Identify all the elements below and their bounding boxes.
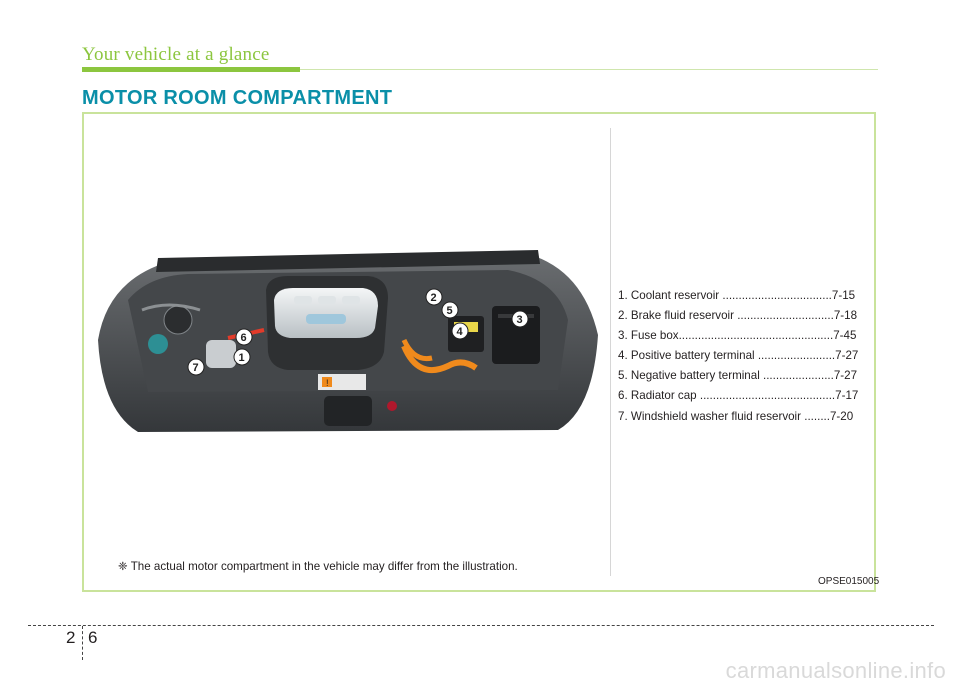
legend-item-fuse-box: 3. Fuse box.............................…: [618, 329, 857, 343]
svg-text:3: 3: [517, 314, 523, 326]
legend-item-negative-battery-terminal: 5. Negative battery terminal ...........…: [618, 369, 858, 383]
section-title: MOTOR ROOM COMPARTMENT: [82, 87, 393, 109]
panel-divider: [610, 128, 611, 576]
component-legend: 1. Coolant reservoir ...................…: [618, 286, 872, 427]
legend-item-washer-fluid-reservoir: 7. Windshield washer fluid reservoir ...…: [618, 409, 854, 423]
chapter-title: Your vehicle at a glance: [82, 44, 270, 65]
washer-reservoir-cap: [148, 334, 168, 354]
svg-text:7: 7: [193, 362, 199, 374]
svg-text:2: 2: [431, 292, 437, 304]
motor-cover: [274, 288, 378, 338]
hood-latch: [324, 396, 372, 426]
callout-6: 6: [235, 328, 253, 346]
watermark: carmanualsonline.info: [725, 658, 946, 683]
callout-5: 5: [441, 301, 459, 319]
page-number: 6: [88, 628, 98, 647]
legend-item-radiator-cap: 6. Radiator cap ........................…: [618, 389, 859, 403]
callout-2: 2: [425, 288, 443, 306]
callout-7: 7: [187, 358, 205, 376]
svg-text:1: 1: [239, 352, 245, 364]
legend-item-coolant-reservoir: 1. Coolant reservoir ...................…: [618, 289, 856, 302]
callout-1: 1: [233, 348, 251, 366]
callout-3: 3: [511, 310, 529, 328]
warning-label: !: [326, 378, 329, 388]
svg-text:4: 4: [457, 326, 464, 338]
motor-compartment-illustration: ! 1 2 3 4 5 6 7: [98, 250, 598, 432]
header-rule: [300, 69, 878, 70]
chapter-number: 2: [66, 628, 76, 647]
illustration-footnote: ❈ The actual motor compartment in the ve…: [118, 560, 518, 573]
svg-text:6: 6: [241, 332, 247, 344]
callout-4: 4: [451, 322, 469, 340]
footer-rule: [28, 625, 934, 626]
legend-item-positive-battery-terminal: 4. Positive battery terminal ...........…: [618, 349, 859, 363]
svg-text:5: 5: [447, 305, 453, 317]
page-number-divider: [82, 626, 83, 660]
coolant-reservoir: [206, 340, 236, 368]
chapter-accent-bar: [82, 67, 300, 72]
photo-code: OPSE015005: [818, 576, 880, 587]
legend-item-brake-fluid-reservoir: 2. Brake fluid reservoir ...............…: [618, 309, 858, 323]
